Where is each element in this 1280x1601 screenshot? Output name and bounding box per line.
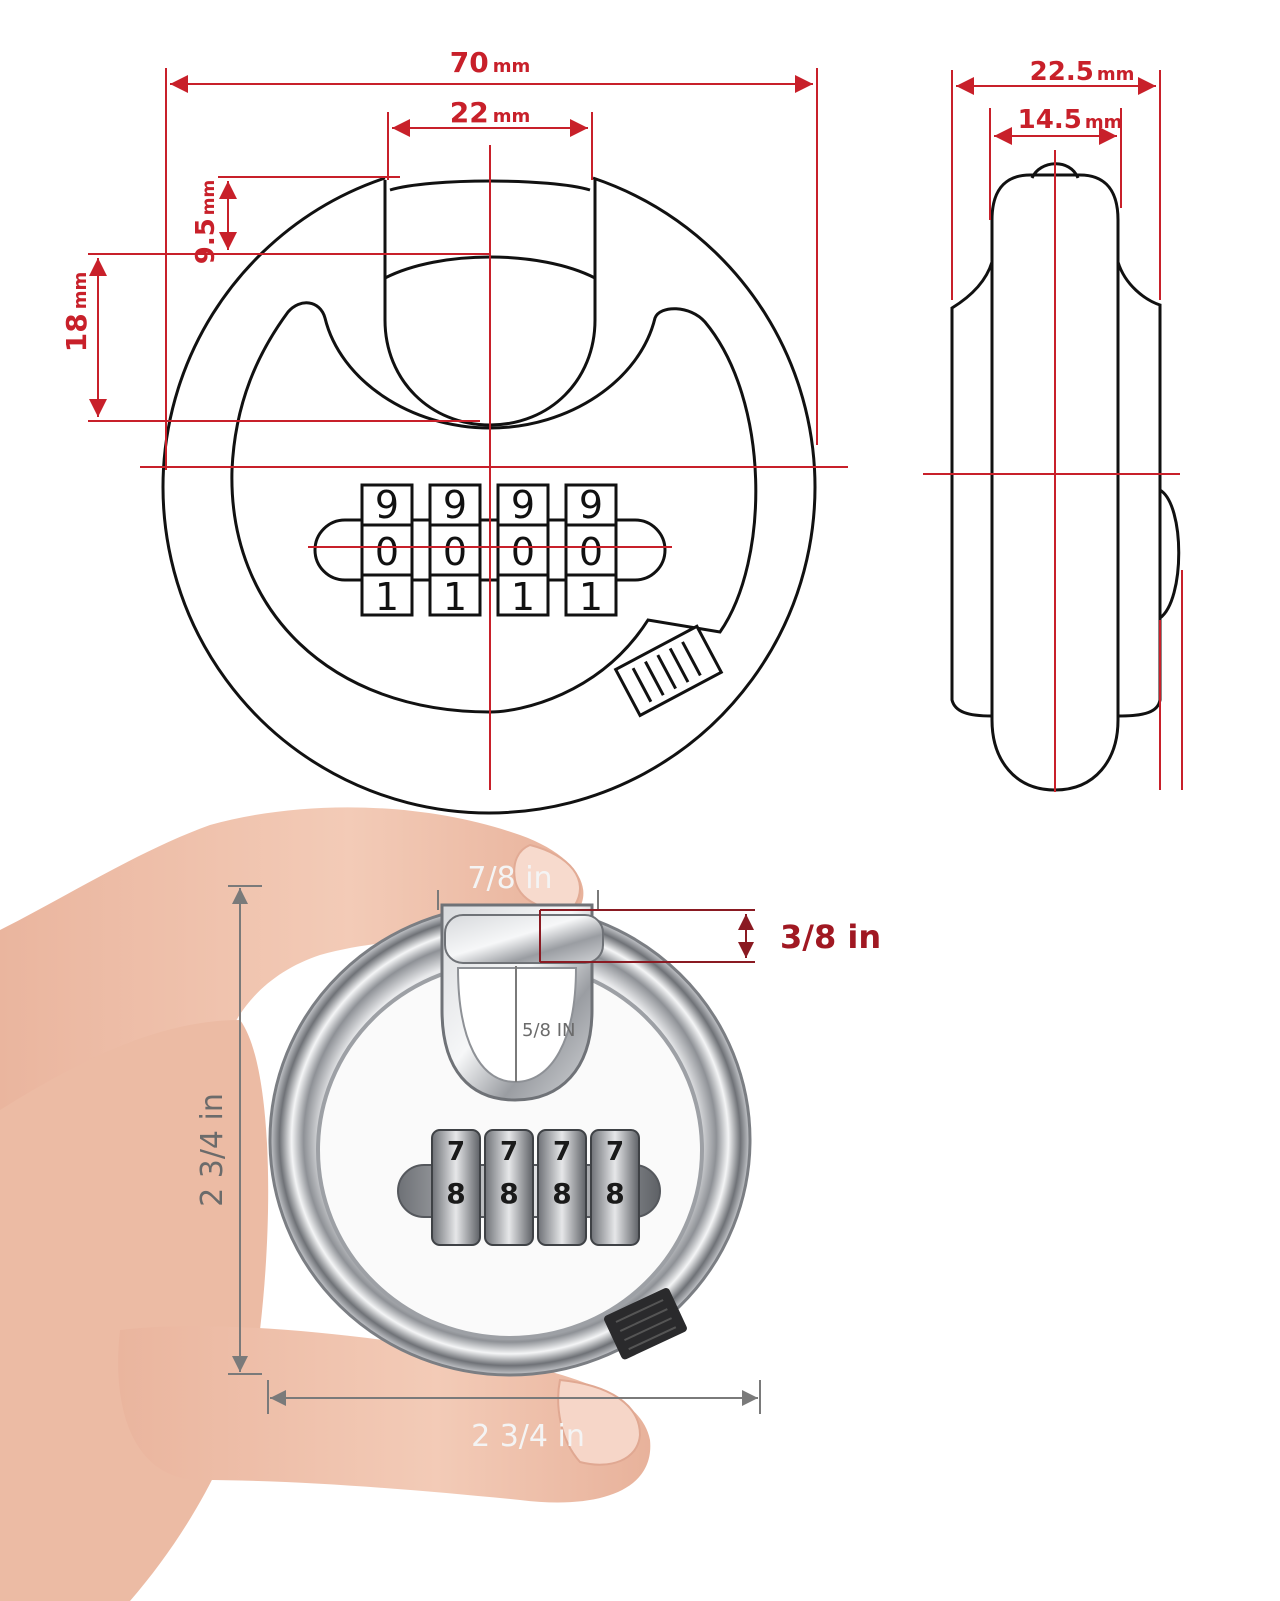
side-rim-left	[950, 261, 994, 718]
photo-shackle-width-label: 7/8 in	[467, 861, 552, 896]
front-dial-digits: 9 9 9 9 0 0 0 0 1 1 1 1	[375, 483, 603, 619]
photo-digit-mid-3: 8	[552, 1177, 571, 1210]
photo-dial-wheels	[431, 1129, 640, 1246]
side-dial-bump	[1158, 488, 1181, 620]
photo-height-label: 2 3/4 in	[195, 1093, 230, 1207]
photo-digit-top-2: 7	[500, 1137, 518, 1167]
front-dimension-lines	[88, 68, 848, 790]
dial-digit-bottom-4: 1	[579, 575, 603, 619]
dial-digit-top-4: 9	[579, 483, 603, 527]
photo-width-label: 2 3/4 in	[471, 1419, 585, 1454]
side-view-drawing	[950, 162, 1181, 792]
front-view-drawing	[161, 176, 817, 815]
photo-digit-mid-1: 8	[446, 1177, 465, 1210]
photo-digit-top-4: 7	[606, 1137, 624, 1167]
photo-dimension-lines	[228, 885, 761, 1414]
dial-digit-top-2: 9	[443, 483, 467, 527]
dial-digit-mid-4: 0	[579, 530, 603, 574]
reset-button-drawing	[613, 624, 724, 718]
dial-digit-bottom-1: 1	[375, 575, 399, 619]
photo-shackle-clearance-label: 5/8 IN	[522, 1020, 575, 1041]
photo-digit-top-3: 7	[553, 1137, 571, 1167]
product-photo: 7 7 7 7 8 8 8 8	[0, 807, 752, 1601]
photo-reset-button	[604, 1288, 687, 1360]
dial-digit-bottom-3: 1	[511, 575, 535, 619]
dial-digit-mid-2: 0	[443, 530, 467, 574]
photo-digit-mid-2: 8	[499, 1177, 518, 1210]
dial-digit-bottom-2: 1	[443, 575, 467, 619]
photo-shackle-thickness-label: 3/8 in	[780, 918, 881, 956]
dial-digit-top-1: 9	[375, 483, 399, 527]
dial-digit-mid-3: 0	[511, 530, 535, 574]
dial-wheels	[360, 483, 618, 617]
dim-shackle-offset: 9.5mm	[191, 180, 221, 265]
photo-digit-top-1: 7	[447, 1137, 465, 1167]
photo-digit-mid-4: 8	[605, 1177, 624, 1210]
photo-dimension-labels: 7/8 in 3/8 in 5/8 IN 2 3/4 in 2 3/4 in	[195, 861, 881, 1454]
photo-shackle-band	[444, 914, 604, 964]
dial-digit-top-3: 9	[511, 483, 535, 527]
hand-illustration	[0, 807, 651, 1601]
dim-shackle-clearance: 18mm	[60, 272, 93, 352]
side-rim-right	[1116, 261, 1162, 718]
dial-digit-mid-1: 0	[375, 530, 399, 574]
lock-inner-opening	[230, 301, 758, 714]
side-body-outline	[990, 173, 1120, 792]
photo-dial-digits: 7 7 7 7 8 8 8 8	[446, 1137, 624, 1210]
side-dimension-lines	[923, 70, 1183, 792]
lock-body-outline	[161, 176, 817, 815]
